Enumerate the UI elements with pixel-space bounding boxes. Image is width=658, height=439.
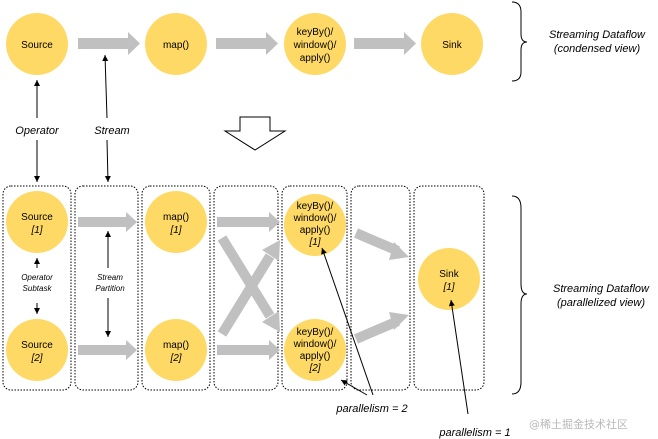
stream-partition-arrow-m2-k2 <box>217 340 280 360</box>
watermark: @稀土掘金技术社区 <box>529 417 628 431</box>
condensed-source-node <box>6 13 68 75</box>
parallel-view-title: Streaming Dataflow <box>553 283 650 295</box>
condensed-keyby-label-1: keyBy()/ <box>297 27 334 38</box>
condensed-view-title: Streaming Dataflow <box>549 29 646 41</box>
partition-box-source <box>2 185 72 391</box>
condensed-stream-arrow-2 <box>216 32 278 55</box>
source-subtask-1-index: [1] <box>30 225 42 236</box>
stream-partition-arrow-s1-m1 <box>78 212 137 232</box>
parallel-view-subtitle: (parallelized view) <box>557 297 645 309</box>
stream-partition-annotation-1: Stream <box>97 273 123 282</box>
keyby-subtask-2-label-1: keyBy()/ <box>297 327 334 338</box>
source-subtask-2-index: [2] <box>30 353 42 364</box>
map-subtask-1-node <box>145 191 207 253</box>
keyby-subtask-1-label-1: keyBy()/ <box>297 201 334 212</box>
stream-partition-arrow-s2-m2 <box>78 340 137 360</box>
sink-subtask-1-label: Sink <box>439 269 459 280</box>
stream-annotation: Stream <box>94 125 129 137</box>
source-subtask-2-node <box>6 319 68 381</box>
stream-partition-arrow-m2-k1 <box>217 240 280 337</box>
keyby-subtask-1-index: [1] <box>308 237 320 248</box>
keyby-subtask-2-index: [2] <box>308 363 320 374</box>
stream-arrow-up <box>102 54 109 119</box>
stream-partition-arrow-k1-sink <box>354 228 409 260</box>
condensed-sink-node <box>421 13 483 75</box>
source-subtask-2-label: Source <box>21 340 53 351</box>
operator-subtask-annotation-1: Operator <box>21 273 53 282</box>
map-subtask-1-label: map() <box>163 212 189 223</box>
condensed-keyby-label-2: window()/ <box>293 40 337 51</box>
condensed-sink-label: Sink <box>442 40 462 51</box>
parallelism-2-pointer-1 <box>321 247 374 396</box>
partition-box-stream-1 <box>74 185 139 391</box>
parallel-view: Source [1] Source [2] map() [1] map() [2… <box>2 185 650 439</box>
keyby-subtask-1-node <box>284 194 346 256</box>
condensed-view-subtitle: (condensed view) <box>554 43 641 55</box>
stream-arrow-down <box>104 139 111 183</box>
keyby-subtask-1-label-3: apply() <box>300 225 331 236</box>
partition-box-keyby <box>281 185 348 391</box>
condensed-stream-arrow-3 <box>354 32 416 55</box>
parallel-brace <box>511 195 528 395</box>
keyby-subtask-1-label-2: window()/ <box>293 213 337 224</box>
operator-subtask-annotation-2: Subtask <box>23 284 53 293</box>
condensed-brace <box>511 1 528 82</box>
keyby-subtask-2-label-3: apply() <box>300 351 331 362</box>
sink-subtask-1-index: [1] <box>442 282 454 293</box>
condensed-source-label: Source <box>21 40 53 51</box>
map-subtask-2-node <box>145 319 207 381</box>
map-subtask-2-label: map() <box>163 340 189 351</box>
stream-partition-arrow-m1-k2 <box>217 235 280 332</box>
condensed-stream-arrow-1 <box>78 32 140 55</box>
partition-box-map <box>141 185 211 391</box>
condensed-view: Source map() keyBy()/ window()/ apply() … <box>6 1 646 82</box>
source-subtask-1-label: Source <box>21 212 53 223</box>
sink-subtask-1-node <box>418 248 480 310</box>
transform-down-arrow <box>223 116 287 151</box>
partition-box-stream-3 <box>350 185 411 391</box>
parallelism-1-pointer <box>448 299 469 415</box>
operator-annotation: Operator <box>15 125 60 137</box>
condensed-keyby-node <box>284 13 346 75</box>
map-subtask-1-index: [1] <box>169 225 181 236</box>
partition-box-sink <box>413 185 485 391</box>
partition-box-stream-2 <box>213 185 279 391</box>
keyby-subtask-2-label-2: window()/ <box>293 339 337 350</box>
parallelism-1-annotation: parallelism = 1 <box>438 427 510 439</box>
keyby-subtask-2-node <box>284 319 346 381</box>
stream-partition-arrow-m1-k1 <box>217 212 280 232</box>
parallelism-2-annotation: parallelism = 2 <box>335 403 407 415</box>
stream-partition-arrow-k2-sink <box>354 312 409 344</box>
condensed-keyby-label-3: apply() <box>300 53 331 64</box>
stream-partition-annotation-2: Partition <box>95 284 125 293</box>
source-subtask-1-node <box>6 191 68 253</box>
parallelism-2-pointer-2 <box>340 379 368 396</box>
condensed-map-node <box>145 13 207 75</box>
condensed-map-label: map() <box>163 40 189 51</box>
map-subtask-2-index: [2] <box>169 353 181 364</box>
